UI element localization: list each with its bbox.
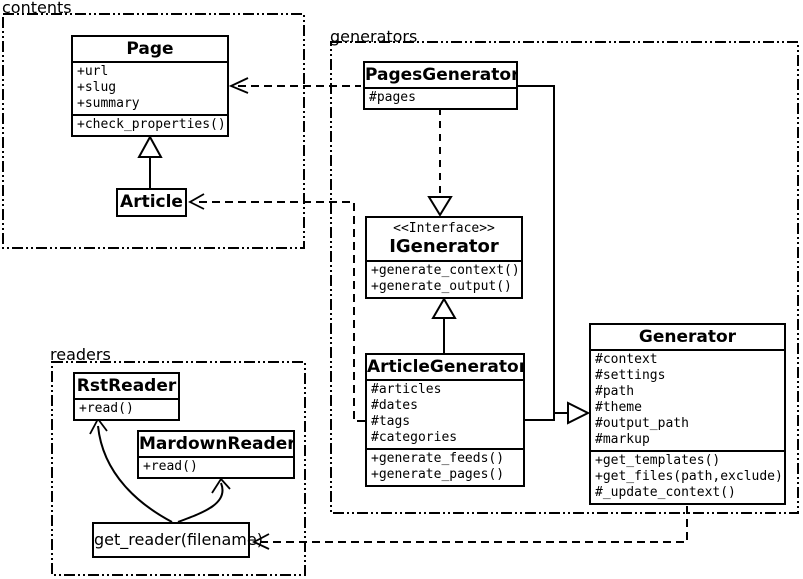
inheritance-articlegenerator-to-igenerator-triangle bbox=[431, 297, 457, 319]
class-attribute: #articles bbox=[371, 382, 442, 397]
class-method: #_update_context() bbox=[595, 485, 736, 500]
class-attribute: #output_path bbox=[595, 416, 689, 431]
class-article-title: Article bbox=[120, 192, 183, 212]
class-attribute: #path bbox=[595, 384, 635, 399]
class-generator-attributes: #context #settings #path #theme #output_… bbox=[591, 349, 784, 450]
class-attribute: +slug bbox=[77, 80, 117, 95]
class-igenerator-stereotype: <<Interface>> bbox=[393, 221, 495, 236]
class-rstreader-title: RstReader bbox=[76, 376, 177, 396]
package-readers-label: readers bbox=[50, 345, 111, 364]
class-generator-title: Generator bbox=[638, 327, 737, 347]
class-articlegenerator-methods: +generate_feeds() +generate_pages() bbox=[367, 448, 523, 485]
dependency-articlegenerator-to-article-line bbox=[196, 201, 365, 422]
class-mardownreader: MardownReader +read() bbox=[137, 430, 295, 479]
class-attribute: #tags bbox=[371, 414, 411, 429]
class-attribute: +summary bbox=[77, 96, 140, 111]
class-articlegenerator-title: ArticleGenerator bbox=[367, 357, 523, 377]
class-method: +read() bbox=[143, 459, 198, 474]
class-article: Article bbox=[116, 188, 187, 217]
class-attribute: #theme bbox=[595, 400, 642, 415]
dependency-generator-to-getreader-arrowhead bbox=[251, 533, 270, 550]
class-page-attributes: +url +slug +summary bbox=[73, 61, 227, 114]
class-pagesgenerator: PagesGenerator #pages bbox=[363, 61, 518, 110]
class-pagesgenerator-title: PagesGenerator bbox=[365, 65, 516, 85]
class-generator-methods: +get_templates() +get_files(path,exclude… bbox=[591, 450, 784, 503]
class-attribute: +url bbox=[77, 64, 109, 79]
class-attribute: #pages bbox=[369, 90, 416, 105]
dependency-pagesgenerator-to-page-arrowhead bbox=[228, 77, 249, 94]
class-page-title: Page bbox=[126, 39, 174, 59]
class-method: +read() bbox=[79, 401, 134, 416]
class-rstreader-methods: +read() bbox=[75, 398, 178, 419]
class-igenerator-header: <<Interface>> IGenerator bbox=[367, 218, 521, 260]
class-articlegenerator-attributes: #articles #dates #tags #categories bbox=[367, 379, 523, 448]
class-method: +generate_pages() bbox=[371, 467, 505, 482]
class-articlegenerator: ArticleGenerator #articles #dates #tags … bbox=[365, 353, 525, 487]
class-method: +generate_context() bbox=[371, 263, 518, 278]
class-attribute: #dates bbox=[371, 398, 418, 413]
class-attribute: #settings bbox=[595, 368, 666, 383]
package-readers-border bbox=[51, 361, 306, 576]
class-method: +get_templates() bbox=[595, 453, 721, 468]
association-getreader-to-mardownreader-line bbox=[177, 482, 224, 523]
class-igenerator-methods: +generate_context() +generate_output() bbox=[367, 260, 521, 297]
class-mardownreader-title: MardownReader bbox=[139, 434, 293, 454]
class-method: +get_files(path,exclude) bbox=[595, 469, 781, 484]
class-attribute: #context bbox=[595, 352, 658, 367]
class-pagesgenerator-attributes: #pages bbox=[365, 87, 516, 108]
association-getreader-to-rstreader-line bbox=[97, 425, 173, 523]
class-method: +generate_feeds() bbox=[371, 451, 505, 466]
function-get-reader: get_reader(filename) bbox=[92, 522, 263, 558]
package-generators-label: generators bbox=[330, 27, 418, 46]
class-page: Page +url +slug +summary +check_properti… bbox=[71, 35, 229, 137]
association-getreader-to-mardownreader-arrowhead bbox=[211, 477, 231, 494]
class-generator: Generator #context #settings #path #them… bbox=[589, 323, 786, 505]
class-igenerator-title: IGenerator bbox=[389, 236, 499, 257]
inheritance-article-to-page-triangle bbox=[137, 134, 163, 158]
class-method: +check_properties() bbox=[77, 117, 224, 132]
class-mardownreader-methods: +read() bbox=[139, 456, 293, 477]
dependency-generator-to-getreader-line bbox=[261, 506, 688, 543]
class-attribute: #categories bbox=[371, 430, 458, 445]
class-attribute: #markup bbox=[595, 432, 650, 447]
package-contents-border bbox=[2, 13, 305, 249]
class-method: +generate_output() bbox=[371, 279, 512, 294]
package-contents-label: contents bbox=[2, 0, 72, 17]
class-igenerator: <<Interface>> IGenerator +generate_conte… bbox=[365, 216, 523, 299]
dependency-articlegenerator-to-article-arrowhead bbox=[188, 193, 205, 210]
package-generators-border bbox=[330, 41, 799, 514]
realization-pagesgenerator-to-igenerator-triangle bbox=[427, 196, 453, 217]
class-page-methods: +check_properties() bbox=[73, 114, 227, 135]
inheritance-to-generator-triangle bbox=[567, 401, 591, 425]
class-rstreader: RstReader +read() bbox=[73, 372, 180, 421]
inheritance-pagesgenerator-to-generator-line bbox=[518, 85, 555, 421]
